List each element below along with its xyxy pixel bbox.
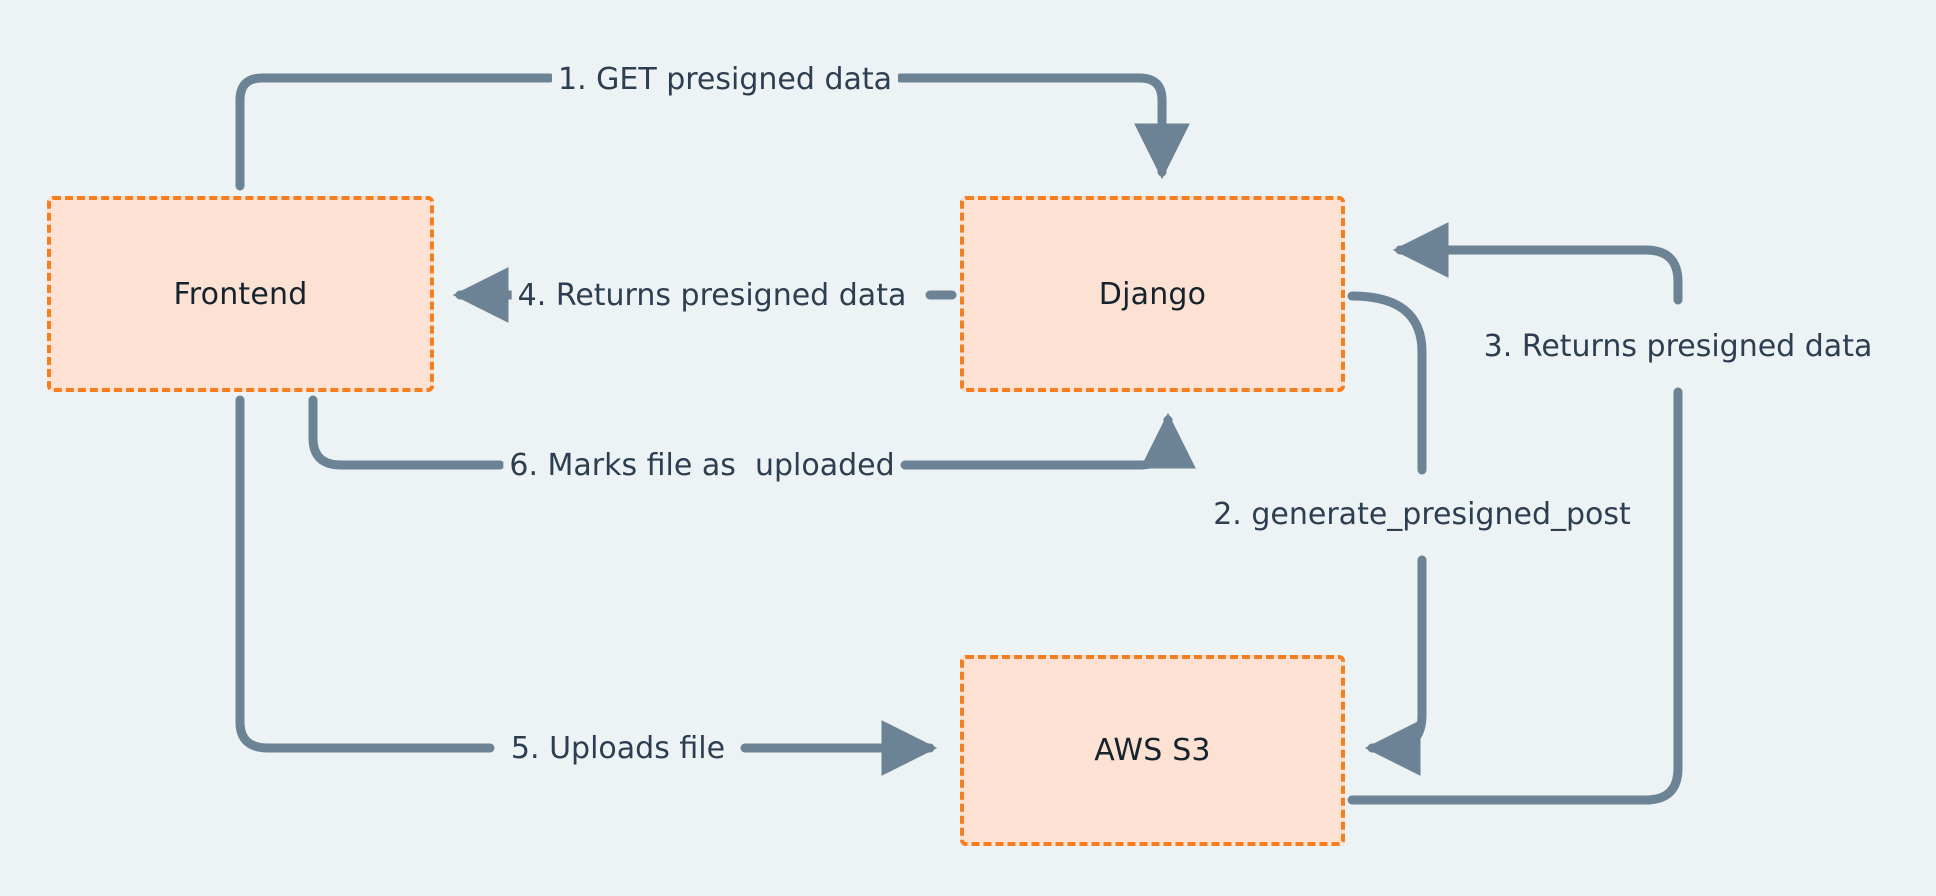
node-frontend-label: Frontend: [173, 276, 308, 312]
edge-path-2: [1347, 291, 1427, 475]
node-django[interactable]: Django: [960, 196, 1345, 392]
edge-path-3b: [1392, 222, 1683, 305]
node-django-label: Django: [1098, 276, 1207, 312]
edge-label-3: 3. Returns presigned data: [1477, 330, 1879, 364]
edge-path-6b: [900, 412, 1196, 470]
edge-path-2b: [1364, 555, 1427, 776]
node-aws-s3-label: AWS S3: [1094, 733, 1211, 768]
edge-path-1: [235, 73, 555, 191]
edge-path-3: [1347, 387, 1683, 805]
edge-label-5: 5. Uploads file: [504, 732, 732, 766]
node-frontend[interactable]: Frontend: [47, 196, 434, 392]
edge-label-4: 4. Returns presigned data: [511, 279, 913, 313]
edge-path-1b: [895, 73, 1190, 180]
edge-path-6: [308, 395, 505, 470]
node-aws-s3[interactable]: AWS S3: [960, 655, 1345, 846]
edge-label-1: 1. GET presigned data: [551, 63, 899, 97]
edge-label-6: 6. Marks file as uploaded: [503, 449, 901, 483]
edge-path-5: [235, 395, 495, 753]
edge-label-2: 2. generate_presigned_post: [1207, 498, 1637, 532]
